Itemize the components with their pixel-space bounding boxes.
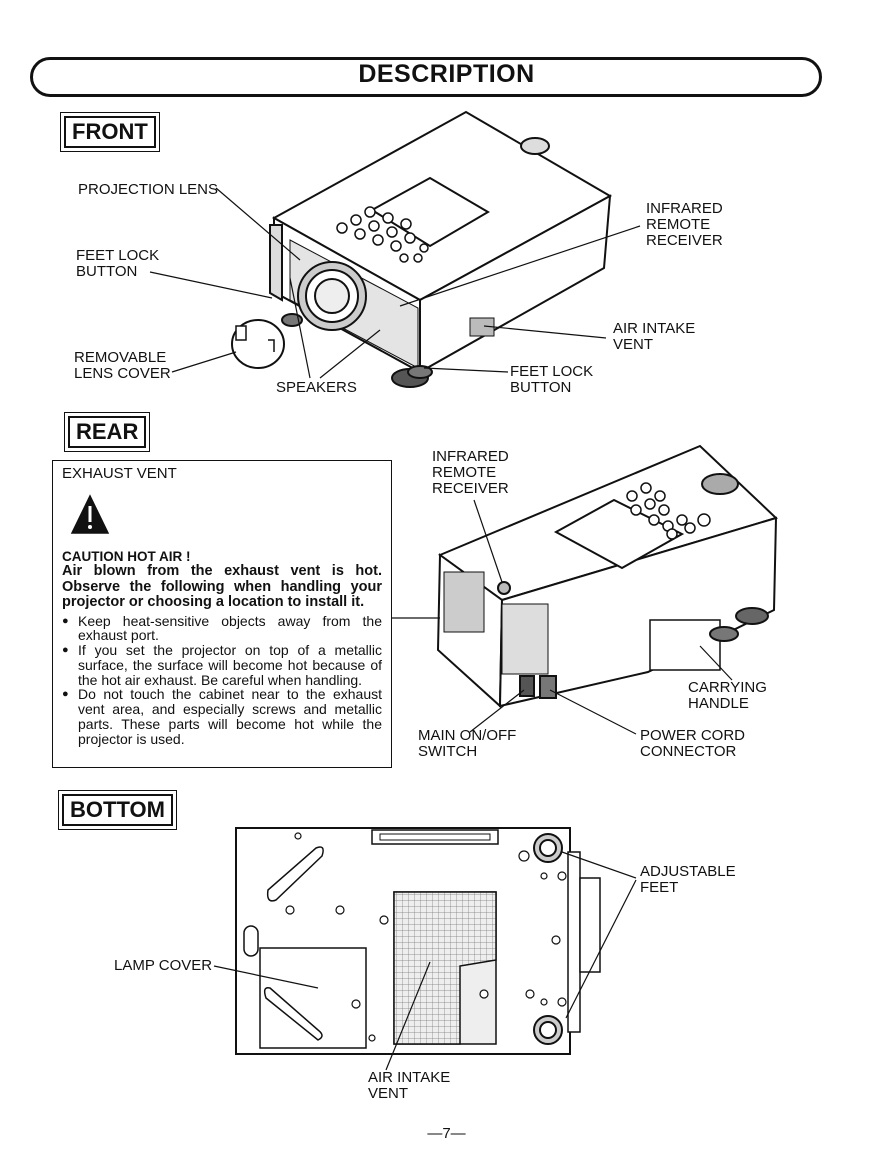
label-air-intake-vent-front: AIR INTAKE VENT [613, 320, 696, 353]
label-feet-lock-button-right: FEET LOCK BUTTON [510, 363, 594, 396]
bottom-view-illustration [235, 827, 601, 1055]
label-speakers: SPEAKERS [276, 379, 357, 396]
caution-icon [70, 494, 110, 534]
rear-leader-lines [392, 499, 733, 735]
label-exhaust-vent: EXHAUST VENT [62, 465, 177, 482]
label-lamp-cover: LAMP COVER [114, 957, 213, 974]
front-heading: FRONT [60, 112, 160, 152]
label-infrared-remote-receiver-rear: INFRARED REMOTE RECEIVER [432, 448, 509, 497]
label-carrying-handle: CARRYING HANDLE [688, 679, 767, 712]
label-adjustable-feet: ADJUSTABLE FEET [640, 863, 736, 896]
page-title-frame [30, 57, 822, 97]
caution-intro: Air blown from the exhaust vent is hot. … [62, 563, 382, 610]
caution-item: Keep heat-sensitive objects away from th… [62, 613, 382, 644]
label-main-switch: MAIN ON/OFF SWITCH [418, 727, 517, 760]
page-title: DESCRIPTION [358, 60, 535, 88]
label-air-intake-vent-bottom: AIR INTAKE VENT [368, 1069, 451, 1102]
label-removable-lens-cover: REMOVABLE LENS COVER [74, 349, 171, 382]
bottom-heading: BOTTOM [58, 790, 177, 830]
caution-box: EXHAUST VENT CAUTION HOT AIR ! Air blown… [52, 460, 392, 768]
front-leader-lines [149, 187, 641, 379]
caution-title: CAUTION HOT AIR ! [62, 549, 191, 564]
caution-item: If you set the projector on top of a met… [62, 643, 382, 688]
caution-item: Do not touch the cabinet near to the exh… [62, 687, 382, 746]
rear-projector-illustration [436, 444, 778, 709]
rear-heading: REAR [63, 412, 151, 452]
caution-list: Keep heat-sensitive objects away from th… [62, 613, 382, 747]
label-infrared-remote-receiver-front: INFRARED REMOTE RECEIVER [646, 200, 723, 249]
page-number: —7— [427, 1125, 466, 1142]
bottom-leader-lines [213, 851, 637, 1071]
front-projector-illustration [231, 110, 613, 388]
label-power-cord-connector: POWER CORD CONNECTOR [640, 727, 745, 760]
label-feet-lock-button-left: FEET LOCK BUTTON [76, 247, 160, 280]
label-projection-lens: PROJECTION LENS [78, 181, 219, 198]
